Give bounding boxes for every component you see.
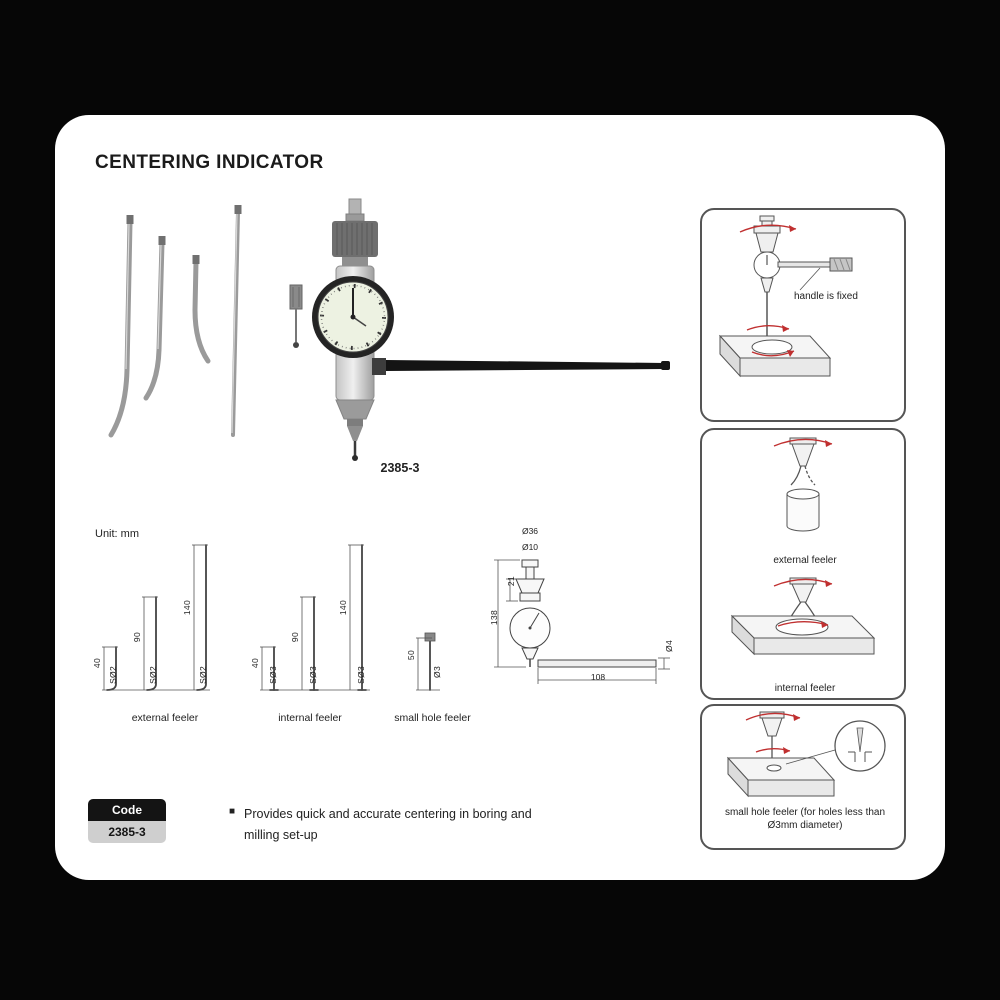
usage-panel-feelers: external feeler internal feeler [700,428,906,700]
dim-internal-tip-1: SØ3 [268,666,278,684]
handle-rod [372,358,670,375]
dim-main-138: 138 [489,610,499,626]
external-feeler-usage-caption: external feeler [773,555,837,566]
bullet-square-icon: ■ [229,806,236,817]
indicator-lower-cone [335,399,375,461]
small-hole-feeler-caption: small hole feeler [394,712,471,724]
product-photo-illustration [108,198,670,461]
code-badge-label: Code [88,799,166,821]
page-title: CENTERING INDICATOR [95,152,324,173]
dim-internal-tip-2: SØ3 [308,666,318,684]
description-text: Provides quick and accurate centering in… [244,807,532,842]
dim-main-108: 108 [590,672,606,682]
handle-fixed-illustration [718,215,853,378]
dim-external-tip-3: SØ2 [198,666,208,684]
small-hole-usage-caption: small hole feeler (for holes less than Ø… [724,807,886,831]
dimension-drawings [102,544,670,691]
dim-internal-90: 90 [290,632,300,643]
dimension-lines [102,544,440,691]
handle-fixed-caption: handle is fixed [794,291,858,302]
dim-external-90: 90 [132,632,142,643]
internal-feeler-caption: internal feeler [278,712,342,724]
dim-smallhole-tip: Ø3 [432,666,442,678]
usage-panel-small-hole: small hole feeler (for holes less than Ø… [700,704,906,850]
main-unit-outline [509,559,657,668]
dial-face [312,276,394,358]
contact-point-stylus [289,284,303,348]
dim-smallhole-50: 50 [406,650,416,661]
dim-main-dia10: Ø10 [521,542,539,552]
dim-main-dia36: Ø36 [521,526,539,536]
internal-feeler-usage-caption: internal feeler [774,683,836,694]
dim-external-tip-2: SØ2 [148,666,158,684]
dim-internal-40: 40 [250,658,260,669]
small-hole-usage-illustration [726,711,886,798]
dim-main-21: 21 [506,576,516,587]
feeler-styli-set [108,210,240,438]
external-feeler-caption: external feeler [131,712,199,724]
product-model-caption: 2385-3 [380,461,420,475]
stylus-tips [126,205,242,264]
dim-external-40: 40 [92,658,102,669]
usage-panel-handle-fixed: handle is fixed [700,208,906,422]
code-badge-value: 2385-3 [88,821,166,843]
dim-internal-140: 140 [338,600,348,616]
product-card: CENTERING INDICATOR [55,115,945,880]
main-unit-dimension-lines [494,559,670,684]
dim-internal-tip-3: SØ3 [356,666,366,684]
dim-external-140: 140 [182,600,192,616]
unit-note: Unit: mm [95,528,139,540]
dim-main-dia4: Ø4 [664,640,674,652]
dim-external-tip-1: SØ2 [108,666,118,684]
feeler-usage-illustration [730,437,876,656]
